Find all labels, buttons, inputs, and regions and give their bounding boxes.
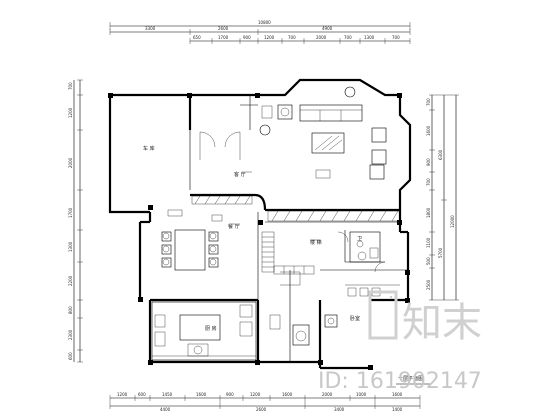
dim-left-3: 1700: [68, 207, 73, 218]
dim-right-3: 700: [426, 178, 431, 186]
top-dimensions: 10800 3300 2600 4900 650 1700 900 1200 7…: [109, 20, 411, 44]
dim-top-r1-2: 4900: [322, 26, 333, 31]
dim-right-2: 900: [426, 158, 431, 166]
dim-bottom-r1-1: 600: [138, 392, 146, 397]
dim-bottom-r2-1: 2600: [256, 407, 267, 412]
hatched-bands: [191, 195, 401, 222]
dim-bottom-r1-5: 1200: [250, 392, 261, 397]
dim-bottom-r1-8: 1000: [356, 392, 367, 397]
dim-top-r2-0: 650: [193, 35, 201, 40]
dim-bottom-r2-3: 1400: [392, 407, 403, 412]
level-markers: [232, 171, 320, 241]
dim-left-5: 2200: [68, 275, 73, 286]
dim-top-r2-4: 700: [288, 35, 296, 40]
bathroom-fixtures: [269, 231, 400, 346]
dim-top-r2-6: 700: [344, 35, 352, 40]
dining-furniture: [161, 209, 223, 271]
dim-left-8: 600: [68, 352, 73, 360]
dim-top-r2-3: 1200: [264, 35, 275, 40]
label-bedroom: 卧室: [350, 315, 360, 322]
right-dimensions: 700 1600 900 700 1800 1100 500 2500 1200…: [426, 94, 459, 301]
dim-bottom-r2-0: 4400: [160, 407, 171, 412]
watermark: 知末 ID: 161902147: [318, 290, 482, 394]
interior-walls: [150, 95, 408, 362]
dim-bottom-r1-6: 1600: [282, 392, 293, 397]
dim-right-0: 700: [426, 98, 431, 106]
dim-bottom-r2-2: 3400: [334, 407, 345, 412]
dim-top-r1-1: 2600: [218, 26, 229, 31]
label-kitchen: 厨 房: [205, 325, 217, 332]
label-dining: 餐 厅: [228, 223, 240, 230]
exterior-walls: [108, 78, 412, 370]
dim-right-1: 1600: [426, 125, 431, 136]
label-living: 客 厅: [234, 171, 246, 178]
living-room-furniture: [259, 86, 387, 180]
dim-left-1: 1200: [68, 107, 73, 118]
dim-left-6: 800: [68, 306, 73, 314]
dim-top-r2-8: 700: [392, 35, 400, 40]
dim-top-r2-7: 1300: [364, 35, 375, 40]
dim-bottom-r1-9: 1600: [392, 392, 403, 397]
structural-columns: [108, 93, 410, 370]
label-stair: 楼 梯: [310, 239, 322, 246]
dim-bottom-r1-2: 1450: [162, 392, 173, 397]
left-dimensions: 700 1200 2000 1700 1300 2200 800 2300 60…: [68, 79, 83, 363]
sheet-title-text: 一层平面图: [398, 376, 423, 382]
dim-bottom-r1-7: 2000: [322, 392, 333, 397]
room-labels: 客 厅 餐 厅 楼 梯 厨 房 卫 车 库 卧室: [143, 145, 362, 332]
dim-left-2: 2000: [68, 157, 73, 168]
dim-left-4: 1300: [68, 241, 73, 252]
staircase: [261, 231, 315, 286]
label-garage: 车 库: [143, 145, 155, 152]
dim-top-r2-1: 1700: [218, 35, 229, 40]
kitchen-counter: [151, 301, 257, 361]
dim-bottom-r1-0: 1200: [117, 392, 128, 397]
dim-top-r1-0: 3300: [145, 26, 156, 31]
dim-right-4: 1800: [426, 207, 431, 218]
dim-right-9: 6300: [438, 149, 443, 160]
watermark-logo-text: 知末: [402, 300, 482, 346]
dim-right-5: 1100: [426, 237, 431, 248]
dim-bottom-r1-4: 900: [226, 392, 234, 397]
sheet-title: 一层平面图: [396, 376, 430, 385]
dim-right-6: 500: [426, 257, 431, 265]
dim-top-r2-2: 900: [243, 35, 251, 40]
dim-right-8: 12000: [450, 215, 455, 228]
doors: [199, 131, 386, 273]
dim-left-7: 2300: [68, 329, 73, 340]
label-bath: 卫: [357, 236, 362, 242]
bottom-dimensions: 1200 600 1450 1600 900 1200 1600 2000 10…: [109, 392, 421, 412]
dim-left-0: 700: [68, 82, 73, 90]
dim-right-10: 5700: [438, 247, 443, 258]
dim-top-overall: 10800: [258, 20, 271, 25]
watermark-id-text: ID: 161902147: [318, 369, 482, 394]
dim-bottom-r1-3: 1600: [196, 392, 207, 397]
dim-right-7: 2500: [426, 279, 431, 290]
dim-top-r2-5: 2000: [316, 35, 327, 40]
